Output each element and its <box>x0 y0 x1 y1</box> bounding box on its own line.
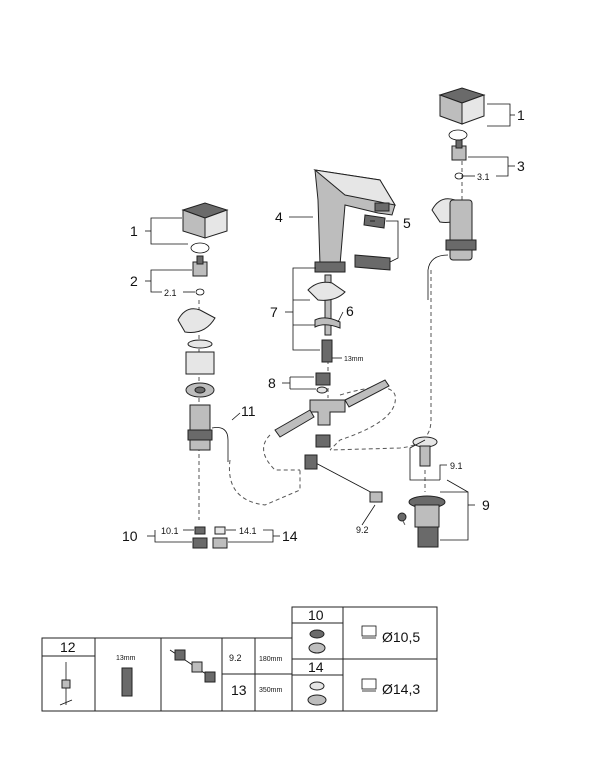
part-8-nut <box>315 372 331 386</box>
callout-11: 11 <box>241 403 256 419</box>
callout-9-1: 9.1 <box>450 461 463 471</box>
table-10-dimension-icon <box>361 625 377 639</box>
tool-key-icon <box>59 662 73 706</box>
table-9-2-label: 9.2 <box>229 653 242 663</box>
pop-up-rod-nut <box>315 434 331 448</box>
table-10-label: 10 <box>308 607 324 623</box>
spout-escutcheon <box>307 281 346 301</box>
callout-10-1: 10.1 <box>161 526 179 536</box>
table-14-dimension-icon <box>361 678 377 692</box>
parts-table: 12 13mm 9.2 180mm 13 350mm 10 Ø10,5 14 <box>41 606 438 712</box>
table-14-nut-icon <box>307 694 327 706</box>
callout-7: 7 <box>270 304 278 320</box>
callout-1-right: 1 <box>517 107 525 123</box>
drain-body <box>414 504 440 528</box>
pop-up-clip <box>369 491 383 503</box>
part-14-nut <box>212 537 228 549</box>
spout-base <box>314 261 346 273</box>
pop-up-rod-end <box>304 454 318 470</box>
drain-tail <box>417 526 439 548</box>
callout-13mm: 13mm <box>344 356 364 363</box>
callout-1-left: 1 <box>130 223 138 239</box>
spout-nut-13mm <box>321 339 333 363</box>
callout-labels: 1 3 3.1 4 5 1 2 2.1 7 6 13mm 8 11 9.1 9 … <box>122 107 525 544</box>
tee-connector <box>309 399 346 426</box>
spout-top <box>313 169 397 206</box>
right-hose <box>427 254 449 300</box>
callout-2-1: 2.1 <box>164 288 177 298</box>
right-o-ring <box>448 129 468 141</box>
left-o-ring <box>190 242 210 254</box>
table-180mm-label: 180mm <box>259 656 283 663</box>
table-13mm-nut-icon <box>121 667 133 697</box>
left-sleeve <box>185 351 215 375</box>
left-locknut-hole <box>194 386 206 394</box>
callout-6: 6 <box>346 303 354 319</box>
part-10-nut <box>192 537 208 549</box>
part-10-1-washer <box>194 526 206 535</box>
table-10-diameter: Ø10,5 <box>382 629 420 645</box>
callout-14-1: 14.1 <box>239 526 257 536</box>
right-connector-hose <box>344 379 390 408</box>
callout-3-1: 3.1 <box>477 172 490 182</box>
left-connector-hose <box>274 409 315 438</box>
pop-up-ring <box>397 512 407 522</box>
left-handle-assembly <box>177 202 229 549</box>
left-ring-washer <box>187 339 213 349</box>
table-14-label: 14 <box>308 659 324 675</box>
callout-10: 10 <box>122 528 138 544</box>
left-valve-nut <box>187 429 213 441</box>
callout-8: 8 <box>268 375 276 391</box>
drain-stopper-stem <box>419 445 431 467</box>
callout-14: 14 <box>282 528 298 544</box>
callout-3: 3 <box>517 158 525 174</box>
right-valve-body <box>449 199 473 261</box>
leader-lines <box>145 103 515 543</box>
table-10-washer-icon <box>309 629 325 639</box>
pop-up-rod <box>309 459 381 498</box>
callout-4: 4 <box>275 209 283 225</box>
table-350mm-label: 350mm <box>259 687 283 694</box>
left-handle-side-2 <box>204 209 228 239</box>
left-valve-body <box>189 404 211 451</box>
right-valve-nut <box>445 239 477 251</box>
spout-plate <box>354 254 391 271</box>
left-ring-2-1 <box>195 288 205 296</box>
callout-9: 9 <box>482 497 490 513</box>
table-12-label: 12 <box>60 639 76 655</box>
callout-5: 5 <box>403 215 411 231</box>
callout-2: 2 <box>130 273 138 289</box>
spout-assembly <box>274 169 407 522</box>
callout-9-2: 9.2 <box>356 525 369 535</box>
spout-cap <box>363 214 386 229</box>
right-cartridge-stem <box>455 139 463 149</box>
spout-clamp <box>314 317 341 329</box>
left-cartridge-stem <box>196 255 204 265</box>
left-hose-11 <box>211 427 229 462</box>
table-14-diameter: Ø14,3 <box>382 681 420 697</box>
table-14-washer-icon <box>309 681 325 691</box>
right-handle-assembly <box>427 87 486 300</box>
part-14-1-washer <box>214 526 226 535</box>
table-rod-icon <box>169 649 216 683</box>
part-8-washer <box>316 386 328 394</box>
left-escutcheon-shadow <box>177 308 216 333</box>
table-10-nut-icon <box>308 642 326 654</box>
table-13-label: 13 <box>231 682 247 698</box>
right-handle-side-2 <box>461 94 485 125</box>
waste-assembly <box>408 436 446 548</box>
spout-rod <box>324 274 332 336</box>
table-13mm-label: 13mm <box>116 655 136 662</box>
aerator <box>374 202 390 212</box>
